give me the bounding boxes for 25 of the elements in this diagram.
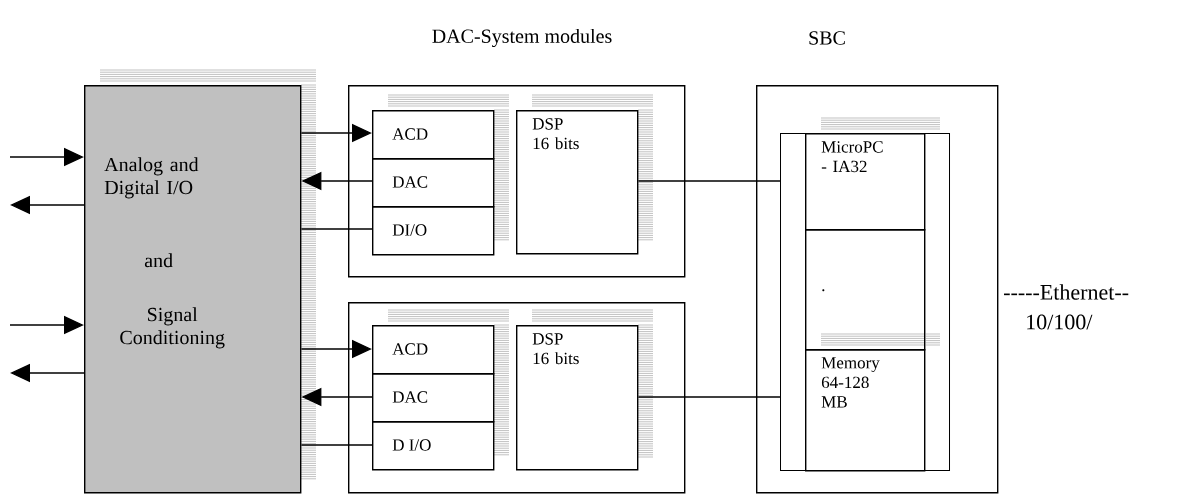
connector-line <box>300 228 373 230</box>
module-block: DSP 16 bits <box>516 325 639 471</box>
connector-line <box>300 444 373 446</box>
module-box <box>348 302 686 494</box>
module-box <box>348 85 686 278</box>
label-text: -----Ethernet-- <box>1004 284 1129 300</box>
label-text: SBC <box>809 31 845 45</box>
sbc-block: . <box>805 229 926 351</box>
connector-line <box>637 396 781 398</box>
io-box: Analog and Digital I/O and Signal Conditioning <box>84 85 302 494</box>
module-block: DAC <box>372 373 495 423</box>
bus-bar <box>924 133 950 471</box>
module-block: ACD <box>372 110 495 160</box>
module-block: ACD <box>372 325 495 375</box>
connector-line <box>637 180 781 182</box>
sbc-block: Memory 64-128 MB <box>805 349 926 472</box>
module-block: D I/O <box>372 421 495 471</box>
sbc-block: MicroPC - IA32 <box>805 133 926 231</box>
label-text: 10/100/ <box>1027 314 1093 330</box>
module-block: DAC <box>372 158 495 208</box>
module-block: DSP 16 bits <box>516 110 639 255</box>
bus-bar <box>780 133 806 471</box>
label-text: DAC-System modules <box>432 28 612 48</box>
sbc-box <box>756 85 999 494</box>
module-block: DI/O <box>372 206 495 256</box>
